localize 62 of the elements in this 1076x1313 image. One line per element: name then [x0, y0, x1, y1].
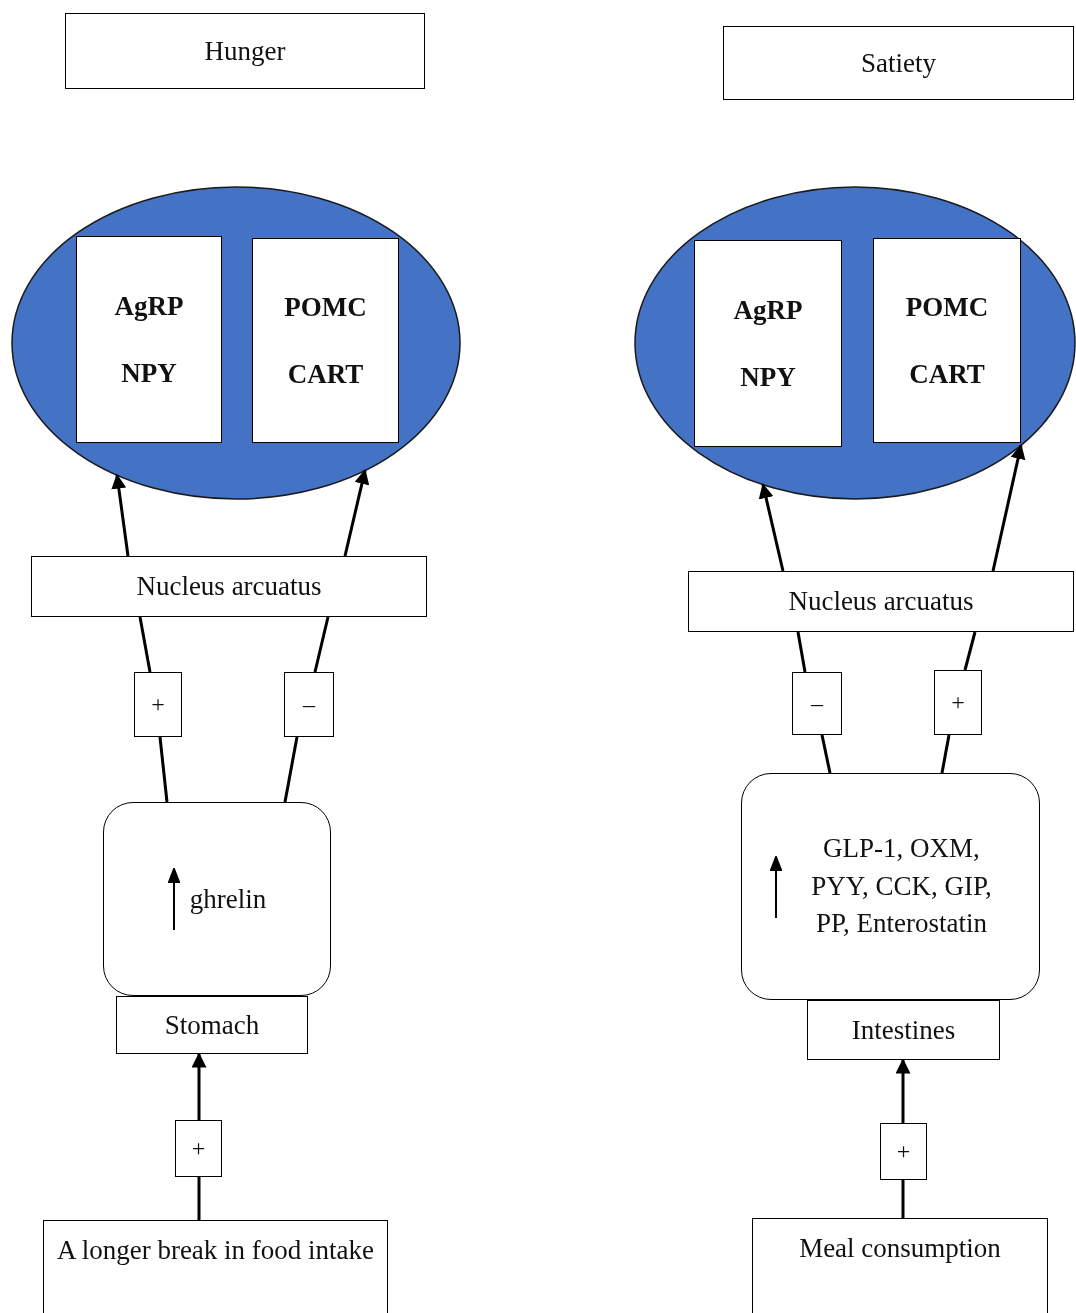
node-label: CART: [287, 358, 364, 390]
node-label: Stomach: [164, 1009, 260, 1041]
sign-label: +: [191, 1135, 206, 1162]
node-label: NPY: [740, 361, 796, 393]
sign-label: –: [303, 691, 315, 718]
arrow: [991, 443, 1026, 572]
connector-line: [820, 734, 832, 774]
sign-box: [880, 1123, 927, 1180]
node-label: Intestines: [851, 1014, 956, 1046]
connector-line: [901, 1180, 905, 1218]
sign-label: +: [151, 691, 165, 718]
node-label: GLP-1, OXM, PYY, CCK, GIP, PP, Enterostatin: [810, 831, 993, 941]
sign-box: [934, 670, 982, 735]
arrow: [111, 473, 130, 557]
node-label: POMC: [905, 291, 989, 323]
node-label: Nucleus arcuatus: [136, 571, 322, 602]
neuron-box: [76, 236, 222, 443]
node-label: Nucleus arcuatus: [788, 586, 974, 617]
arrow: [191, 1052, 207, 1120]
neuron-box: [694, 240, 842, 447]
node-label: AgRP: [733, 294, 803, 326]
node-label: Satiety: [861, 47, 936, 79]
node-label: AgRP: [114, 290, 184, 322]
node-label: Hunger: [204, 35, 286, 67]
connector-line: [197, 1177, 201, 1220]
hormone-box: [741, 773, 1040, 1000]
title-box: [723, 26, 1074, 100]
label-box: [31, 556, 427, 617]
node-label: ghrelin: [189, 883, 267, 915]
node-label: A longer break in food intake: [56, 1235, 375, 1266]
connector-line: [313, 616, 330, 673]
title-box: [65, 13, 425, 89]
connector-line: [138, 616, 152, 673]
node-label: NPY: [121, 357, 177, 389]
label-box: [807, 1000, 1000, 1060]
arrow: [895, 1058, 911, 1123]
connector-line: [158, 736, 169, 803]
trigger-box: [752, 1218, 1048, 1313]
node-label: Meal consumption: [799, 1233, 1001, 1264]
neuron-box: [252, 238, 399, 443]
node-label: CART: [909, 358, 985, 390]
connector-line: [963, 631, 977, 671]
sign-box: [284, 672, 334, 737]
sign-label: +: [951, 689, 965, 716]
neuron-box: [873, 238, 1021, 443]
arrow: [758, 483, 785, 572]
sign-box: [134, 672, 182, 737]
sign-box: [792, 672, 842, 735]
sign-label: –: [811, 690, 823, 717]
arrow: [343, 469, 370, 557]
sign-box: [175, 1120, 222, 1177]
label-box: [116, 996, 308, 1054]
ellipse-shape: [634, 186, 1076, 500]
hormone-box: [103, 802, 331, 996]
sign-label: +: [896, 1138, 911, 1165]
ellipse-shape: [11, 186, 461, 500]
node-label: POMC: [284, 291, 367, 323]
connector-line: [940, 734, 951, 774]
connector-line: [283, 736, 299, 803]
label-box: [688, 571, 1074, 632]
trigger-box: [43, 1220, 388, 1313]
connector-line: [796, 631, 807, 673]
